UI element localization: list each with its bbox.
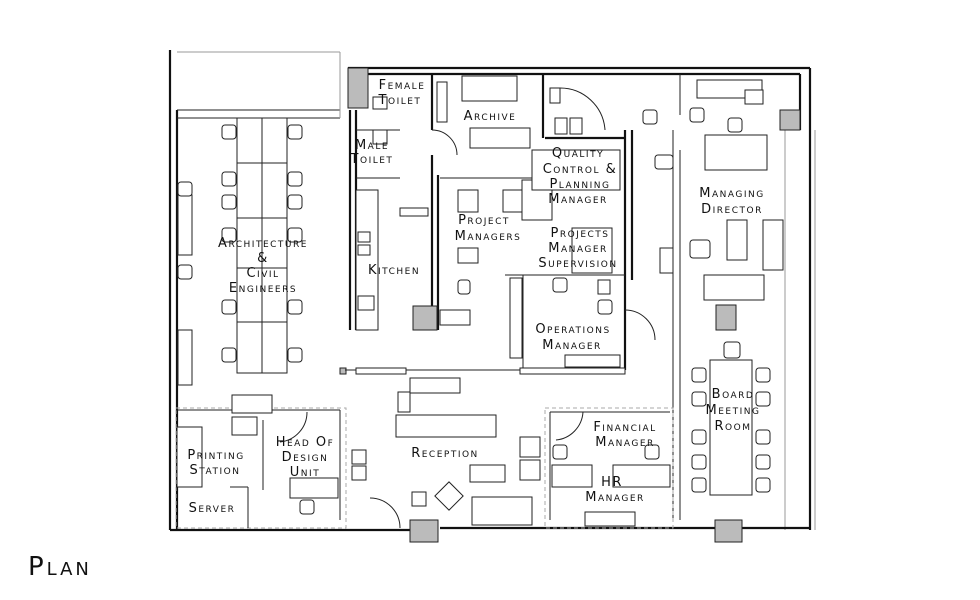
board-table	[691, 341, 771, 496]
label-archive: Archive	[464, 109, 517, 124]
reception-furniture	[176, 377, 671, 527]
label-server: Server	[189, 501, 236, 516]
archive-fixtures	[436, 75, 583, 149]
drawing-title: Plan	[28, 552, 92, 582]
director-furniture	[659, 79, 784, 301]
label-kitchen: Kitchen	[368, 263, 420, 278]
kitchen-fixtures	[355, 96, 438, 331]
architecture-desks	[177, 117, 303, 386]
label-reception: Reception	[411, 446, 479, 461]
office-desks	[439, 109, 674, 368]
